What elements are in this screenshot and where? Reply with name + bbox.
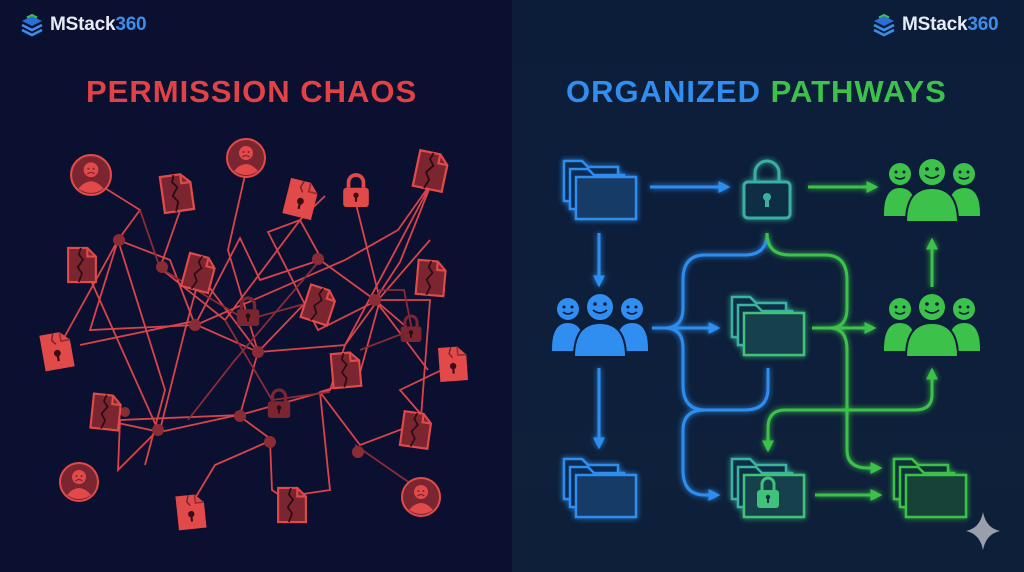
broken-file-icon (89, 392, 123, 432)
center-lock-icon (742, 159, 792, 220)
chaos-junction-nodes (113, 234, 381, 458)
happy-user-group-icon (552, 293, 648, 358)
logo-left: MStack360 (18, 12, 147, 38)
title-word-organized: ORGANIZED (566, 74, 761, 109)
title-word-pathways: PATHWAYS (770, 74, 947, 109)
logo-number: 360 (115, 14, 147, 35)
stack-logo-icon (873, 13, 895, 37)
broken-file-icon (180, 251, 218, 295)
logo-right: MStack360 (870, 12, 999, 38)
chaos-network-lines (59, 174, 453, 511)
broken-file-icon (398, 410, 434, 450)
sad-user-icon (401, 477, 441, 517)
logo-number: 360 (967, 14, 999, 35)
broken-file-icon (329, 350, 363, 390)
sad-user-icon (226, 138, 266, 178)
broken-file-icon (67, 246, 97, 284)
locked-file-icon (38, 329, 76, 373)
folder-stack-icon (562, 159, 638, 221)
locked-folder-stack-icon (730, 457, 806, 519)
broken-file-icon (411, 149, 451, 193)
sparkle-icon (966, 512, 1000, 550)
lock-icon (399, 314, 423, 344)
title-organized-pathways: ORGANIZED PATHWAYS (566, 74, 947, 110)
broken-file-icon (158, 171, 196, 215)
locked-file-icon (437, 345, 469, 383)
folder-stack-icon (892, 457, 968, 519)
organized-pathway-lines (593, 181, 938, 501)
logo-brand: MStack (902, 14, 968, 35)
right-icons (562, 159, 968, 519)
folder-stack-icon (562, 457, 638, 519)
locked-file-icon (281, 176, 321, 222)
logo-brand: MStack (50, 14, 116, 35)
locked-file-icon (174, 492, 208, 532)
happy-user-group-icon (884, 293, 980, 358)
folder-stack-icon (730, 295, 806, 357)
broken-file-icon (414, 258, 448, 298)
broken-file-icon (299, 283, 339, 327)
sad-user-icon (70, 154, 112, 196)
folder-lock-icon (757, 476, 779, 508)
broken-file-icon (277, 486, 307, 524)
stack-logo-icon (21, 13, 43, 37)
happy-user-group-icon (884, 158, 980, 223)
lock-icon (266, 388, 292, 420)
title-permission-chaos: PERMISSION CHAOS (86, 74, 418, 109)
sad-user-icon (59, 462, 99, 502)
red-lock-icon (341, 173, 371, 209)
